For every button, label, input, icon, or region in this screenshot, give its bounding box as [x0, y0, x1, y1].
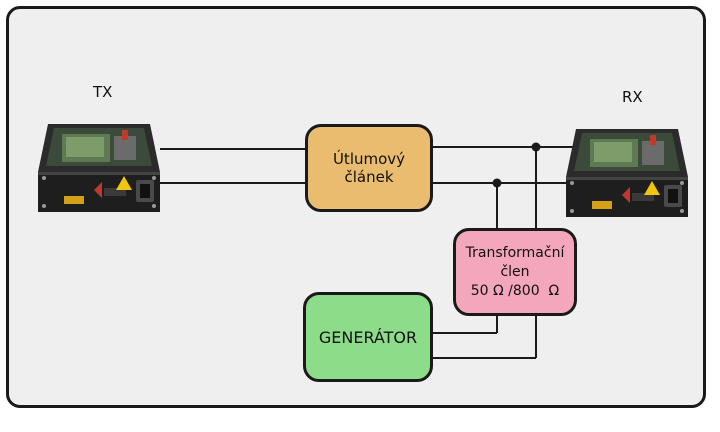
transformer-line-2: člen [500, 263, 530, 280]
junction-dot [531, 142, 541, 152]
rx-device-image [566, 129, 688, 217]
generator-box: GENERÁTOR [303, 292, 433, 382]
attenuator-box: Útlumový článek [305, 124, 433, 212]
rx-label: RX [622, 88, 643, 106]
transformer-box: Transformační člen 50 Ω /800 Ω [453, 228, 577, 316]
tx-device-image [38, 124, 160, 212]
attenuator-label: Útlumový článek [332, 150, 406, 186]
transformer-line-1: Transformační [465, 244, 565, 261]
tx-label: TX [93, 83, 113, 101]
junction-dot [492, 178, 502, 188]
transformer-line-3: 50 Ω /800 Ω [470, 282, 560, 299]
generator-label: GENERÁTOR [318, 327, 418, 347]
